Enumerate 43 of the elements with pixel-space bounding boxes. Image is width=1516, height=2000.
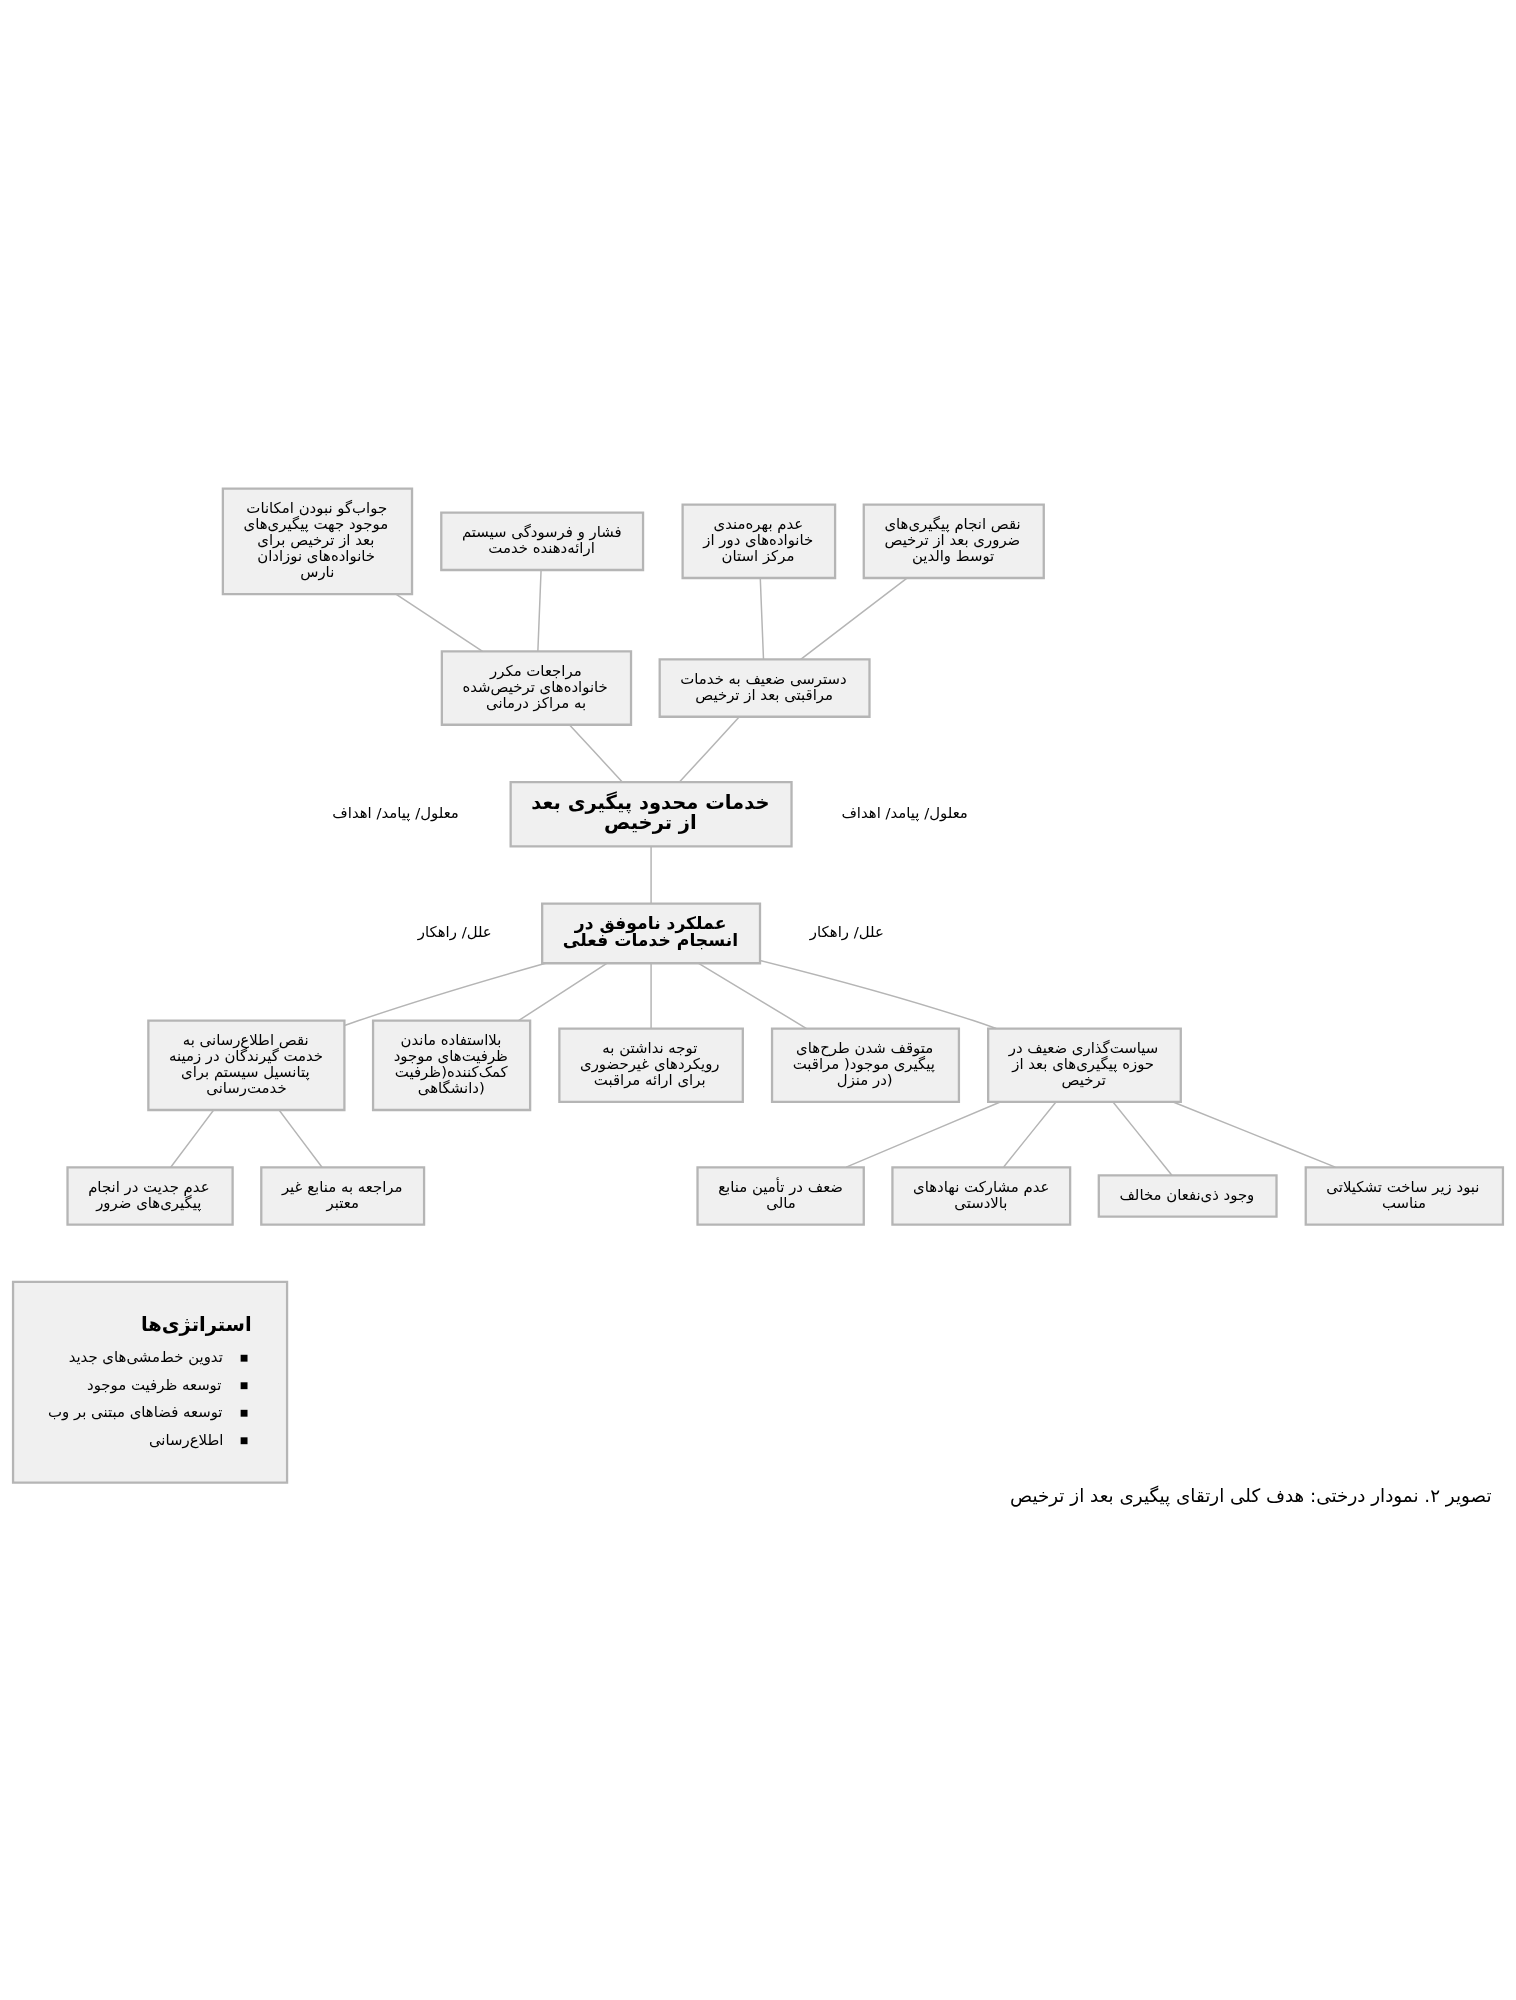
node-box: بلااستفاده ماندن ظرفیت‌های موجود کمک‌کننده(ظرفیت دانشگاهی) (371, 1018, 532, 1111)
label: علل/ راهکار (809, 922, 884, 941)
connector (1112, 1100, 1173, 1176)
node-box: نقص انجام پیگیری‌های ضروری بعد از ترخیص توسط والدین (862, 503, 1045, 579)
connector (759, 959, 997, 1029)
connector (278, 1109, 323, 1168)
connector (845, 1100, 1001, 1168)
node-box: توجه نداشتن به رویکردهای غیرحضوری برای ارائه مراقبت (558, 1026, 744, 1103)
node-box: سیاست‌گذاری ضعیف در حوزه پیگیری‌های بعد از ترخیص (987, 1026, 1182, 1103)
node-box: وجود ذی‌نفعان مخالف (1097, 1173, 1278, 1218)
node-box: خدمات محدود پیگیری بعد از ترخیص (509, 780, 793, 847)
node-box: مراجعه به منابع غیر معتبر (260, 1165, 426, 1226)
label: معلول/ پیامد/ اهداف (332, 803, 459, 822)
connector (800, 576, 908, 660)
node-box: استراتژی‌ها تدوین خط‌مشی‌های جدید توسعه ظرفیت موجود توسعه فضاهای مبتنی بر وب اطلاع‌رسانی (11, 1280, 289, 1484)
node-box: متوقف شدن طرح‌های پیگیری موجود( مراقبت در منزل) (770, 1026, 961, 1103)
node-box: عدم جدیت در انجام پیگیری‌های ضرور (66, 1165, 234, 1226)
connector (537, 569, 542, 652)
node-box: عملکرد ناموفق در انسجام خدمات فعلی (541, 901, 762, 964)
node-box: عدم بهره‌مندی خانواده‌های دور از مرکز استان (681, 503, 837, 579)
node-box: نقص اطلاع‌رسانی به خدمت گیرندگان در زمینه پتانسیل سیستم برای خدمت‌رسانی (147, 1018, 346, 1111)
connector (170, 1109, 215, 1168)
node-box: ضعف در تأمین منابع مالی (696, 1165, 865, 1226)
connector (650, 845, 652, 904)
node-box: نبود زیر ساخت تشکیلاتی مناسب (1304, 1165, 1505, 1226)
node-box: جواب‌گو نبودن امکانات موجود جهت پیگیری‌های بعد از ترخیص برای خانواده‌های نوزادان نارس (221, 486, 414, 595)
connector (343, 962, 547, 1026)
node-box: عدم مشارکت نهادهای بالادستی (891, 1165, 1072, 1226)
connector (759, 576, 765, 660)
node-box: مراجعات مکرر خانواده‌های ترخیص‌شده به مراکز درمانی (440, 649, 633, 726)
connector (395, 592, 484, 652)
connector (650, 962, 652, 1029)
connector (697, 962, 808, 1029)
node-box: دسترسی ضعیف به خدمات مراقبتی بعد از ترخیص (658, 657, 871, 718)
label: علل/ راهکار (417, 922, 492, 941)
connector (1002, 1100, 1057, 1168)
connector (518, 962, 608, 1021)
node-box: فشار و فرسودگی سیستم ارائه‌دهنده خدمت (440, 511, 645, 571)
connector (678, 715, 740, 783)
connector (568, 723, 624, 783)
label: معلول/ پیامد/ اهداف (841, 803, 968, 822)
caption: تصویر ۲. نمودار درختی: هدف کلی ارتقای پیگیری بعد از ترخیص (1009, 1484, 1492, 1506)
connector (1172, 1100, 1337, 1168)
